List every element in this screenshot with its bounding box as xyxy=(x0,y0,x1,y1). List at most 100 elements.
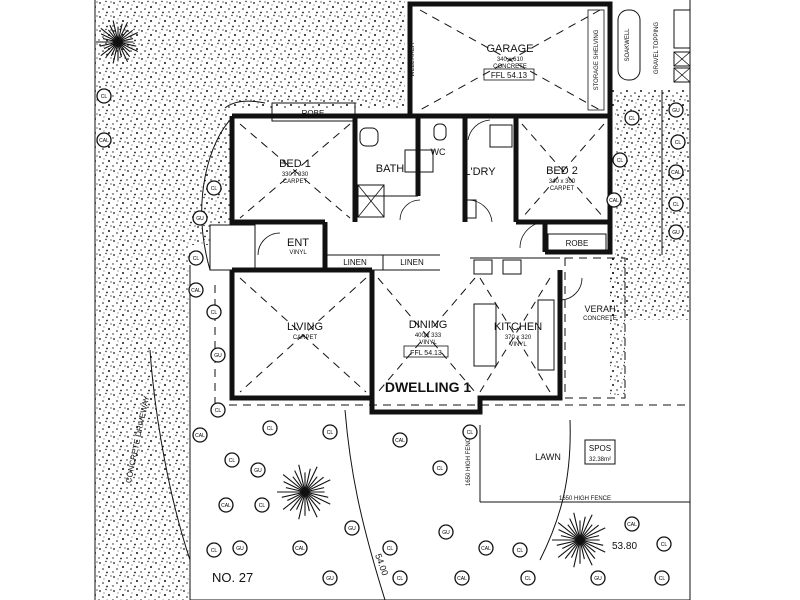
plant-icon: CL xyxy=(654,570,670,586)
svg-text:GU: GU xyxy=(326,576,334,582)
garage-size: 340 x 610 xyxy=(497,57,524,63)
plant-icon: GU xyxy=(668,102,684,118)
plant-icon: CL xyxy=(512,542,528,558)
svg-text:CAL: CAL xyxy=(481,546,491,552)
svg-text:CL: CL xyxy=(193,256,200,262)
fence-label-2: 1650 HIGH FENCE xyxy=(559,496,611,502)
kitchen-finish: VINYL xyxy=(509,342,527,348)
plant-icon: GU xyxy=(590,570,606,586)
fence-label-1: 1650 HIGH FENCE xyxy=(466,434,472,486)
plant-icon: CL xyxy=(210,402,226,418)
gravel-topping-label: GRAVEL TOPPING xyxy=(654,22,660,74)
utility-strip: SOAKWELL GRAVEL TOPPING xyxy=(617,9,691,255)
dining-finish: VINYL xyxy=(419,340,437,346)
kitchen-size: 370 x 320 xyxy=(505,335,532,341)
plant-icon: CL xyxy=(668,196,684,212)
tree-icon xyxy=(277,464,331,520)
dining-kitchen: DINING 400 x 333 VINYL FFL 54.13 KITCHEN… xyxy=(377,259,555,395)
laundry-label: L'DRY xyxy=(464,166,496,178)
plant-icon: GU xyxy=(668,224,684,240)
robe-2-label: ROBE xyxy=(566,239,589,248)
bed-1: BED 1 330 x 330 CARPET xyxy=(239,123,351,219)
site-boundary xyxy=(94,0,691,600)
bed-1-size: 330 x 330 xyxy=(282,172,309,178)
spos-area: 32.38m² xyxy=(589,457,611,463)
dining-label: DINING xyxy=(409,319,448,331)
plant-icon: CAL xyxy=(188,282,204,298)
plant-icon: CL xyxy=(656,536,672,552)
tree-symbols xyxy=(96,20,606,568)
plant-icon: CAL xyxy=(96,132,112,148)
plant-icon: CL xyxy=(624,110,640,126)
plant-icon: GU xyxy=(344,520,360,536)
svg-text:CL: CL xyxy=(517,548,524,554)
tree-icon xyxy=(96,20,139,64)
lawn-area: LAWN SPOS 32.38m² 1650 HIGH FENCE 1650 H… xyxy=(344,409,690,600)
storage-shelving-label: STORAGE SHELVING xyxy=(594,29,600,90)
garage-label: GARAGE xyxy=(486,43,533,55)
level-a: 54.00 xyxy=(373,552,390,577)
svg-text:CL: CL xyxy=(617,158,624,164)
svg-text:CL: CL xyxy=(661,542,668,548)
plant-icon: CL xyxy=(206,180,222,196)
svg-text:CL: CL xyxy=(659,576,666,582)
plant-symbols: CL CAL CL GU CL CAL CL GU CL CAL CL GU CL CAL CL GU CL CA… xyxy=(96,88,686,586)
plant-icon: CAL xyxy=(192,427,208,443)
plant-icon: CAL xyxy=(454,570,470,586)
svg-text:CAL: CAL xyxy=(457,576,467,582)
svg-text:CAL: CAL xyxy=(671,170,681,176)
svg-text:SOAKWELL: SOAKWELL xyxy=(625,28,631,62)
plant-icon: GU xyxy=(210,347,226,363)
plant-icon: CAL xyxy=(292,540,308,556)
tree-icon xyxy=(552,512,606,568)
verandah-label: VERAH xyxy=(584,304,615,314)
living-label: LIVING xyxy=(287,321,323,333)
bed-2-label: BED 2 xyxy=(546,165,578,177)
bed-2: BED 2 340 x 300 CARPET ROBE xyxy=(519,123,607,251)
svg-text:CL: CL xyxy=(397,576,404,582)
plant-icon: GU xyxy=(438,524,454,540)
svg-text:CL: CL xyxy=(673,202,680,208)
spos-label: SPOS xyxy=(589,444,611,453)
svg-text:CL: CL xyxy=(259,503,266,509)
svg-text:CL: CL xyxy=(467,430,474,436)
svg-text:CL: CL xyxy=(215,408,222,414)
bed-1-finish: CARPET xyxy=(283,179,308,185)
wet-area-label: WELL AREA xyxy=(410,43,416,77)
svg-text:GU: GU xyxy=(196,216,204,222)
svg-text:CL: CL xyxy=(267,426,274,432)
garage-level: FFL 54.13 xyxy=(491,71,528,80)
svg-text:CL: CL xyxy=(629,116,636,122)
svg-text:GU: GU xyxy=(236,546,244,552)
plant-icon: CL xyxy=(262,420,278,436)
plant-icon: CAL xyxy=(392,432,408,448)
kitchen-label: KITCHEN xyxy=(494,321,542,333)
svg-text:CAL: CAL xyxy=(295,546,305,552)
svg-text:CL: CL xyxy=(387,546,394,552)
plant-icon: CL xyxy=(206,542,222,558)
bathroom: BATH xyxy=(357,127,434,221)
plant-icon: CL xyxy=(382,540,398,556)
svg-text:CL: CL xyxy=(101,94,108,100)
svg-text:GU: GU xyxy=(442,530,450,536)
svg-text:CL: CL xyxy=(437,466,444,472)
bed-2-size: 340 x 300 xyxy=(549,179,576,185)
plant-icon: CAL xyxy=(606,192,622,208)
verandah-finish: CONCRETE xyxy=(583,316,617,322)
svg-text:GU: GU xyxy=(254,468,262,474)
svg-text:CL: CL xyxy=(211,310,218,316)
svg-text:CAL: CAL xyxy=(221,503,231,509)
plant-icon: CL xyxy=(392,570,408,586)
garage-finish: CONCRETE xyxy=(493,64,527,70)
dining-level: FFL 54.13 xyxy=(410,350,442,357)
bed-1-label: BED 1 xyxy=(279,158,311,170)
plant-icon: CL xyxy=(188,250,204,266)
svg-text:CAL: CAL xyxy=(99,138,109,144)
bath-label: BATH xyxy=(376,163,405,175)
wc-label: WC xyxy=(431,147,446,157)
living-room: LIVING CARPET xyxy=(239,277,367,393)
plant-icon: CL xyxy=(224,452,240,468)
lot-number-label: NO. 27 xyxy=(212,570,253,585)
plant-icon: GU xyxy=(192,210,208,226)
